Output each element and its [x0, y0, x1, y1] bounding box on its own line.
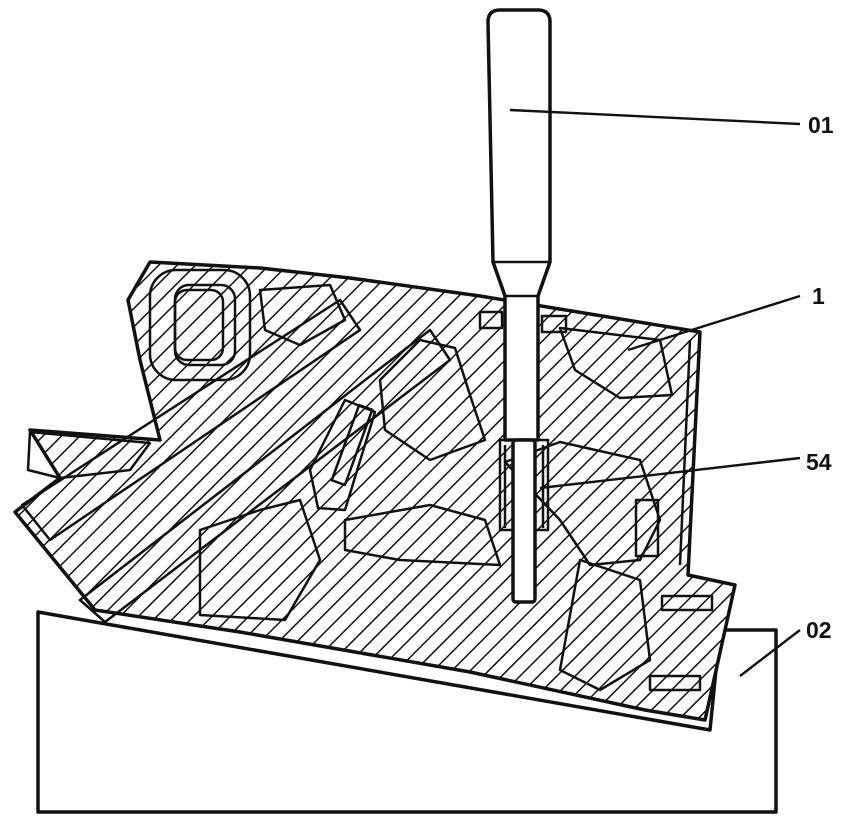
cylinder-head	[13, 260, 737, 722]
support-block	[36, 610, 778, 814]
callout-label-02: 02	[806, 617, 832, 643]
callout-label-01: 01	[808, 112, 834, 138]
pin-tool	[478, 8, 568, 604]
callout-labels: 01 1 54 02	[806, 112, 834, 643]
callout-leaders	[509, 108, 801, 677]
leader-01	[509, 108, 801, 126]
callout-label-1: 1	[812, 283, 825, 309]
leader-1	[627, 294, 801, 352]
callout-label-54: 54	[806, 449, 832, 475]
leader-54	[539, 456, 801, 490]
leader-02	[739, 629, 801, 677]
